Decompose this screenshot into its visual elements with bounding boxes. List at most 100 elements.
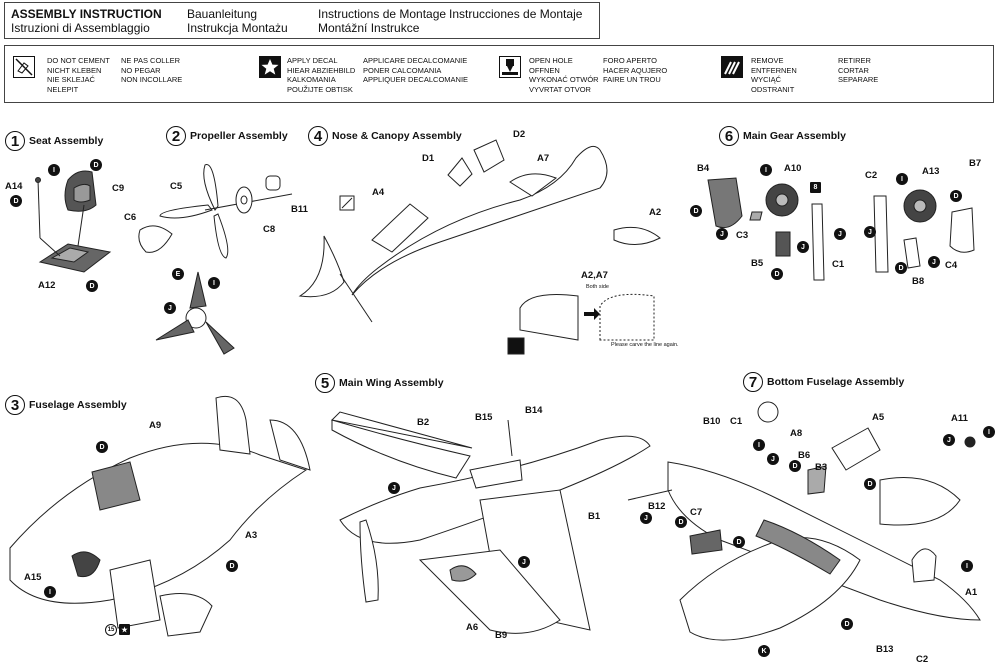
- part-label: B11: [291, 204, 308, 215]
- marker-d-icon: D: [90, 159, 102, 171]
- marker-d-icon: D: [96, 441, 108, 453]
- marker-k-icon: K: [758, 645, 770, 657]
- title-fr: Instructions de Montage: [318, 7, 447, 21]
- marker-j-icon: J: [716, 228, 728, 240]
- marker-j-icon: J: [767, 453, 779, 465]
- marker-e-icon: E: [172, 268, 184, 280]
- part-label: C2: [916, 654, 929, 665]
- part-label: C3: [736, 230, 749, 241]
- marker-d-icon: D: [675, 516, 687, 528]
- part-label: B7: [969, 158, 982, 169]
- marker-d-icon: D: [771, 268, 783, 280]
- part-label: C1: [730, 416, 743, 427]
- title-cz: Montážní Instrukce: [318, 21, 420, 35]
- part-label: A11: [951, 413, 968, 424]
- seat-drawing: [35, 170, 112, 273]
- nose-canopy-drawing: [298, 139, 661, 355]
- part-label: C5: [170, 181, 183, 192]
- part-label: A6: [466, 622, 479, 633]
- note-carve-line: Please carve the line again.: [611, 342, 679, 348]
- title-es: Instrucciones de Montaje: [449, 7, 583, 21]
- marker-i-icon: I: [896, 173, 908, 185]
- main-wing-drawing: [330, 411, 651, 634]
- marker-d-icon: D: [226, 560, 238, 572]
- decal-star-icon: [259, 56, 281, 78]
- marker-d-icon: D: [895, 262, 907, 274]
- part-label: B6: [798, 450, 811, 461]
- part-label: C9: [112, 183, 125, 194]
- note-both-side: Both side: [586, 284, 609, 290]
- marker-d-icon: D: [841, 618, 853, 630]
- part-label: B8: [912, 276, 925, 287]
- part-label: A7: [537, 153, 550, 164]
- part-label: B1: [588, 511, 601, 522]
- part-label: A8: [790, 428, 803, 439]
- part-label: B13: [876, 644, 894, 655]
- part-label: C8: [263, 224, 276, 235]
- marker-j-icon: J: [640, 512, 652, 524]
- title-pl: Instrukcja Montażu: [187, 21, 288, 35]
- cut-remove-icon: [721, 56, 743, 78]
- marker-i-icon: I: [753, 439, 765, 451]
- part-label: A10: [784, 163, 802, 174]
- marker-j-icon: J: [943, 434, 955, 446]
- part-label: C6: [124, 212, 137, 223]
- marker-i-icon: I: [208, 277, 220, 289]
- title-it: Istruzioni di Assemblaggio: [11, 21, 150, 35]
- marker-d-icon: D: [864, 478, 876, 490]
- part-label: B10: [703, 416, 721, 427]
- title-box: ASSEMBLY INSTRUCTION Istruzioni di Assem…: [4, 2, 600, 39]
- marker-j-icon: J: [928, 256, 940, 268]
- marker-d-icon: D: [950, 190, 962, 202]
- part-label: A9: [149, 420, 162, 431]
- part-label: B12: [648, 501, 666, 512]
- decal-number-15: 15: [105, 624, 117, 636]
- marker-i-icon: I: [961, 560, 973, 572]
- part-label: C7: [690, 507, 703, 518]
- marker-i-icon: I: [48, 164, 60, 176]
- part-label: A12: [38, 280, 56, 291]
- part-label: A15: [24, 572, 42, 583]
- marker-d-icon: D: [10, 195, 22, 207]
- title-de: Bauanleitung: [187, 7, 258, 21]
- part-label: D2: [513, 129, 526, 140]
- marker-j-icon: J: [834, 228, 846, 240]
- part-label: C2: [865, 170, 878, 181]
- drill-hole-icon: [499, 56, 521, 78]
- part-label: A2,A7: [581, 270, 608, 281]
- part-label: A3: [245, 530, 258, 541]
- marker-d-icon: D: [733, 536, 745, 548]
- marker-d-icon: D: [690, 205, 702, 217]
- part-label: B5: [751, 258, 764, 269]
- bottom-fuselage-drawing: [627, 401, 981, 641]
- part-label: A13: [922, 166, 940, 177]
- part-label: A5: [872, 412, 885, 423]
- propeller-drawing: [138, 164, 293, 355]
- part-label: A1: [965, 587, 978, 598]
- part-label: D1: [422, 153, 435, 164]
- part-label: C4: [945, 260, 958, 271]
- part-label: A2: [649, 207, 662, 218]
- part-label: B4: [697, 163, 710, 174]
- part-label: B2: [417, 417, 430, 428]
- marker-i-icon: I: [983, 426, 995, 438]
- part-label: B15: [475, 412, 493, 423]
- part-label: A4: [372, 187, 385, 198]
- part-label: A14: [5, 181, 23, 192]
- title-en: ASSEMBLY INSTRUCTION: [11, 7, 162, 21]
- marker-j-icon: J: [164, 302, 176, 314]
